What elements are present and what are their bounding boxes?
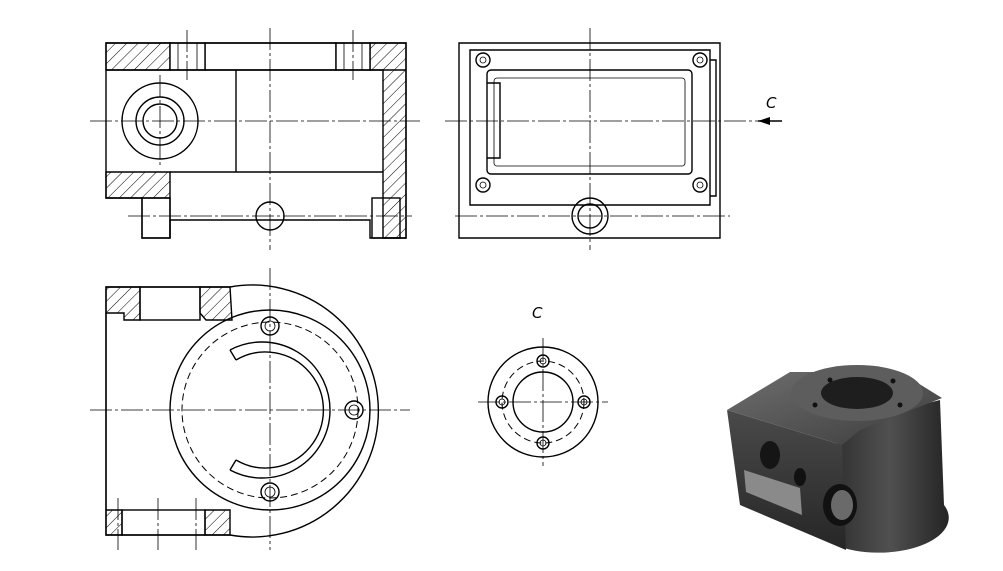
- section-arrow-label: C: [766, 94, 777, 112]
- side-view: C: [445, 28, 782, 250]
- part-3d-bore: [821, 377, 893, 409]
- part-3d-cylinder: [830, 400, 949, 553]
- side-view-bolt-holes: [475, 52, 708, 193]
- top-section-bore: [229, 341, 331, 479]
- front-section-bolt-top-left: [169, 42, 206, 71]
- part-3d-rendering: [727, 365, 949, 553]
- front-section-view: [90, 28, 420, 250]
- side-view-left-recess: [487, 82, 501, 159]
- part-3d-bolt-hole: [897, 402, 903, 408]
- top-section-view: [90, 268, 410, 550]
- top-section-lower-wall: [105, 509, 123, 536]
- section-arrow-head: [758, 117, 770, 125]
- top-section-outline: [105, 284, 380, 538]
- part-3d-bolt-hole: [827, 377, 833, 383]
- view-c-title: C: [532, 304, 543, 322]
- part-3d-bolt-hole: [890, 378, 896, 384]
- bore-break-line: [229, 349, 237, 361]
- front-section-foot-bolt-right: [371, 197, 401, 239]
- front-section-top-mid-wall: [204, 42, 337, 71]
- bore-break-line: [229, 459, 237, 471]
- side-view-window: [486, 69, 693, 175]
- part-3d-window: [744, 470, 802, 515]
- top-section-bolt-lower: [121, 509, 206, 536]
- front-section-top-left-wall: [105, 42, 171, 71]
- part-3d-small-hole: [794, 468, 806, 486]
- top-section-lower-wall-right: [204, 509, 231, 536]
- view-c: C: [478, 304, 608, 466]
- side-view-flange: [469, 49, 711, 206]
- top-section-upper-wall-right: [199, 286, 233, 321]
- side-view-outline: [458, 42, 721, 239]
- side-view-right-recess: [710, 59, 717, 197]
- part-3d-side-hole-inner: [831, 490, 853, 520]
- part-3d-front-face: [727, 410, 846, 550]
- front-section-outline: [105, 42, 407, 239]
- part-3d-front-hole: [760, 441, 780, 469]
- side-view-window-inner: [493, 77, 686, 167]
- top-section-upper-wall: [105, 286, 141, 321]
- front-section-bottom-left-wall: [105, 171, 171, 199]
- front-section-foot-bolt-left: [141, 197, 171, 239]
- part-3d-bolt-hole: [812, 402, 818, 408]
- top-section-bolt-upper: [139, 286, 201, 321]
